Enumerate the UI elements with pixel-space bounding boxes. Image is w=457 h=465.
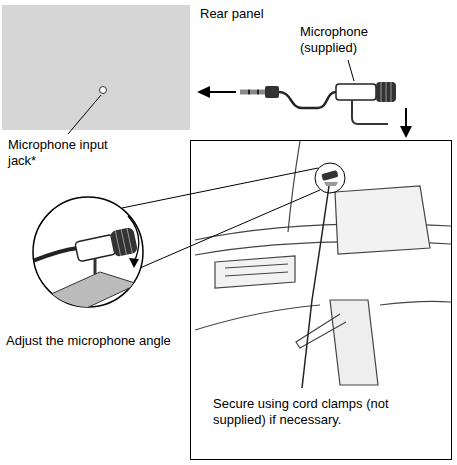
illustration-box: Secure using cord clamps (not supplied) … [190, 140, 452, 460]
arrow-line [405, 108, 407, 127]
note-text: Secure using cord clamps (not supplied) … [213, 396, 433, 429]
cable [279, 92, 336, 108]
part-label: Microphone input jack* [8, 137, 128, 168]
arrow-head [197, 86, 210, 98]
part-label: Microphone (supplied) [300, 24, 400, 55]
car-interior [195, 141, 451, 385]
instruction-label: Adjust the microphone angle [6, 333, 176, 349]
arrow-head [400, 126, 412, 138]
microphone [336, 82, 396, 124]
leader-line [68, 95, 101, 134]
zoom-line [140, 190, 320, 268]
microphone [302, 163, 345, 388]
input-jack [100, 87, 107, 94]
arrow-line [208, 91, 236, 93]
leader-line [348, 60, 354, 81]
zoom-line [122, 168, 318, 208]
rear-panel [2, 5, 190, 130]
plug [240, 86, 279, 98]
microphone-detail [30, 216, 139, 312]
part-label: Rear panel [200, 6, 320, 22]
